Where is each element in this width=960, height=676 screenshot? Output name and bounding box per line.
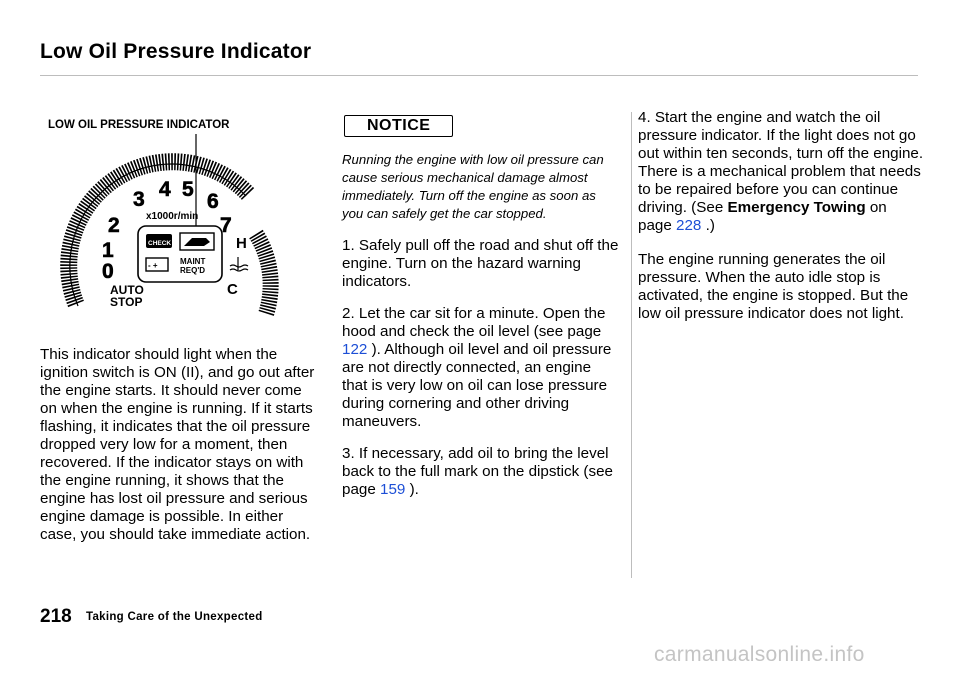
auto-stop-line1: AUTO — [110, 283, 144, 297]
tach-unit: x1000r/min — [146, 211, 198, 222]
page-link-122[interactable]: 122 — [342, 341, 368, 358]
tach-number-3: 3 — [133, 188, 145, 211]
step-text: ). Although oil level and oil pressure a… — [342, 341, 612, 430]
tach-number-2: 2 — [108, 214, 120, 237]
step-number: 1. — [342, 237, 355, 254]
oil-can-icon — [179, 232, 215, 251]
maint-line1: MAINT — [180, 257, 205, 266]
indicator-description: This indicator should light when the ign… — [40, 346, 315, 543]
tach-number-5: 5 — [182, 178, 194, 201]
step-1: 1. Safely pull off the road and shut off… — [342, 237, 620, 291]
page-link-228[interactable]: 228 — [676, 217, 702, 234]
check-engine-icon: CHECK — [146, 234, 172, 248]
coolant-temp-icon — [229, 257, 249, 272]
column-divider — [631, 112, 632, 578]
page-number: 218 — [40, 606, 72, 627]
tach-number-6: 6 — [207, 190, 219, 213]
step-text: Start the engine and watch the oil press… — [638, 109, 924, 216]
instrument-cluster-illustration: 0 1 2 3 4 5 6 7 x1000r/min CHECK - + MAI… — [60, 134, 279, 317]
step-2: 2. Let the car sit for a minute. Open th… — [342, 305, 620, 431]
step-text: .) — [705, 217, 715, 234]
diagram-label: LOW OIL PRESSURE INDICATOR — [48, 119, 230, 131]
temp-hot-label: H — [236, 235, 247, 252]
emergency-towing-ref: Emergency Towing — [727, 199, 866, 216]
notice-heading: NOTICE — [344, 115, 454, 137]
step-text: on page — [638, 199, 887, 234]
notice-text: Running the engine with low oil pressure… — [342, 152, 604, 221]
check-label: CHECK — [148, 240, 171, 247]
step-3: 3. If necessary, add oil to bring the le… — [342, 445, 620, 499]
page-title: Low Oil Pressure Indicator — [40, 40, 312, 63]
step-4: 4. Start the engine and watch the oil pr… — [638, 109, 924, 235]
maint-line2: REQ'D — [180, 266, 205, 275]
tach-number-7: 7 — [220, 214, 232, 237]
temp-cold-label: C — [227, 281, 238, 298]
watermark: carmanualsonline.info — [654, 643, 865, 666]
step-text: If necessary, add oil to bring the level… — [342, 445, 613, 498]
page-link-159[interactable]: 159 — [380, 481, 406, 498]
tach-number-4: 4 — [159, 178, 171, 201]
auto-idle-note: The engine running generates the oil pre… — [638, 251, 909, 322]
tach-number-1: 1 — [102, 239, 114, 262]
section-footer: Taking Care of the Unexpected — [86, 611, 263, 623]
step-text: ). — [409, 481, 419, 498]
header-rule — [40, 75, 918, 76]
svg-text:- +: - + — [148, 261, 158, 270]
step-text: Let the car sit for a minute. Open the h… — [342, 305, 606, 340]
procedure-column-continued: 4. Start the engine and watch the oil pr… — [638, 109, 924, 323]
step-text: Safely pull off the road and shut off th… — [342, 237, 619, 290]
procedure-column: NOTICE Running the engine with low oil p… — [342, 115, 620, 499]
tach-number-0: 0 — [102, 260, 114, 283]
step-number: 3. — [342, 445, 355, 462]
battery-icon: - + — [145, 257, 169, 272]
step-number: 4. — [638, 109, 651, 126]
step-number: 2. — [342, 305, 355, 322]
auto-stop-line2: STOP — [110, 295, 142, 309]
